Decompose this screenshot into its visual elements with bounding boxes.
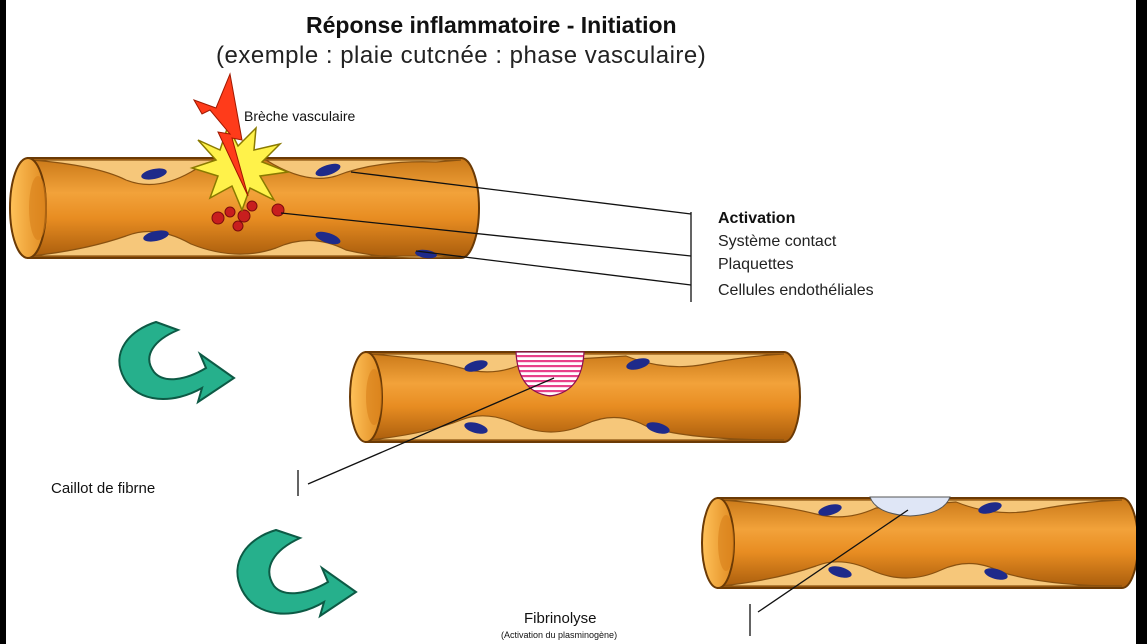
curved-arrow-icon — [119, 322, 234, 402]
curved-arrow-icon — [237, 530, 356, 616]
fibrinolysis-label: Fibrinolyse — [524, 610, 597, 627]
diagram-canvas — [6, 0, 1136, 644]
activation-item-contact-system: Système contact — [718, 233, 836, 251]
blood-vessel-clot — [350, 352, 800, 442]
blood-vessel-repaired — [702, 497, 1136, 588]
fibrinolysis-note: (Activation du plasminogène) — [501, 630, 617, 640]
activation-item-platelets: Plaquettes — [718, 256, 794, 274]
activation-heading: Activation — [718, 210, 795, 228]
diagram-subtitle: (exemple : plaie cutcnée : phase vascula… — [216, 42, 706, 70]
breach-label: Brèche vasculaire — [244, 108, 355, 124]
activation-item-endothelial-cells: Cellules endothéliales — [718, 282, 874, 300]
clot-label: Caillot de fibrne — [51, 480, 155, 497]
diagram-title: Réponse inflammatoire - Initiation — [306, 12, 677, 39]
diagram-frame: Réponse inflammatoire - Initiation (exem… — [6, 0, 1136, 644]
